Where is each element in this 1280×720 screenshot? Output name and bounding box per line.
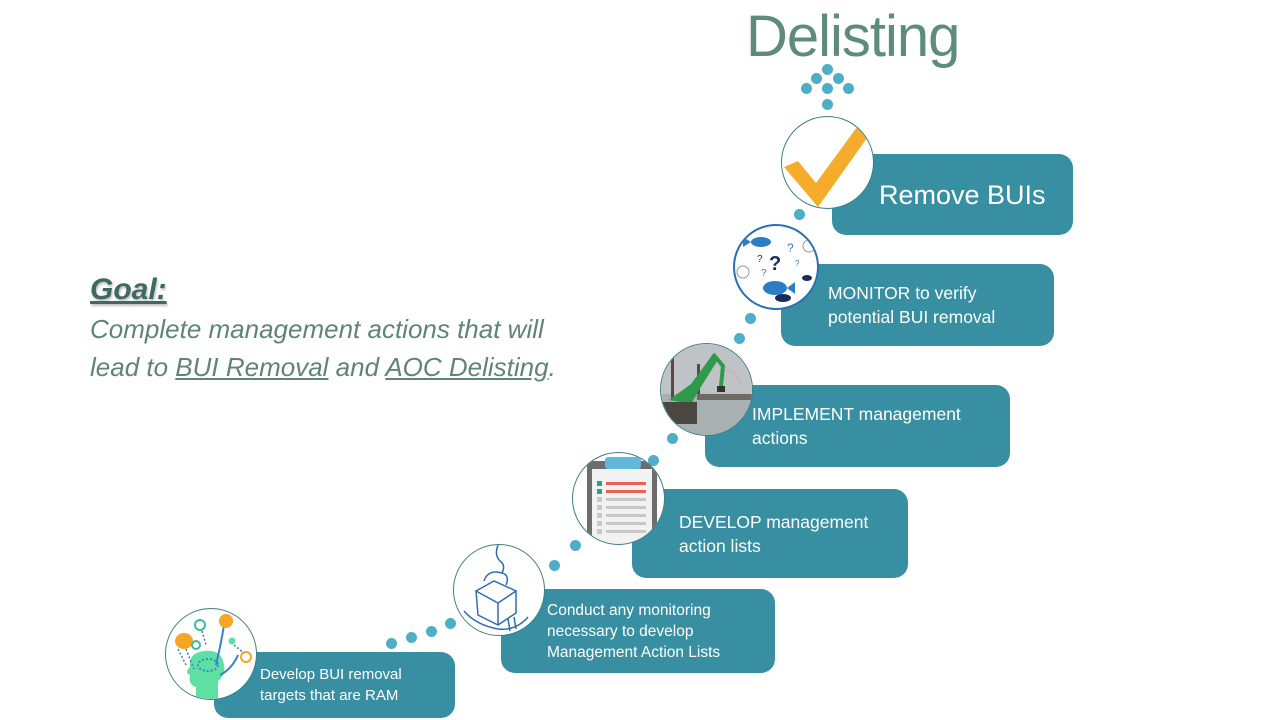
path-dot bbox=[794, 209, 805, 220]
excavator-photo-icon bbox=[660, 343, 753, 436]
arrow-dot bbox=[801, 83, 812, 94]
svg-text:?: ? bbox=[761, 268, 767, 279]
clipboard-list-icon bbox=[572, 452, 665, 545]
step-1-line-2: targets that are RAM bbox=[260, 687, 399, 704]
goal-line-2: lead to BUI Removal and AOC Delisting. bbox=[90, 348, 556, 386]
step-4-line-1: IMPLEMENT management bbox=[752, 402, 961, 426]
step-5-keyword: MONITOR bbox=[828, 283, 911, 303]
step-4-line-2: actions bbox=[752, 428, 808, 448]
step-3-line-1: DEVELOP management bbox=[679, 510, 868, 534]
goal-text-suffix: . bbox=[548, 352, 556, 382]
path-dot bbox=[406, 632, 417, 643]
path-dot bbox=[386, 638, 397, 649]
step-box-implement: IMPLEMENT management actions bbox=[705, 385, 1010, 467]
goal-heading: Goal: bbox=[90, 273, 167, 306]
svg-text:?: ? bbox=[769, 253, 781, 275]
fish-question-icon: ? ? ? ? ? bbox=[733, 224, 819, 310]
step-box-monitor: MONITOR to verify potential BUI removal bbox=[781, 264, 1054, 346]
step-4-rest: management bbox=[853, 404, 961, 424]
step-5-line-2: potential BUI removal bbox=[828, 307, 996, 327]
step-2-line-1: Conduct any monitoring bbox=[547, 601, 711, 619]
delisting-title: Delisting bbox=[746, 4, 960, 69]
arrow-dot bbox=[822, 99, 833, 110]
step-2-line-2: necessary to develop bbox=[547, 622, 694, 640]
step-6-label: Remove BUIs bbox=[879, 179, 1046, 210]
path-dot bbox=[549, 560, 560, 571]
checkmark-icon bbox=[781, 116, 874, 209]
step-box-develop-lists: DEVELOP management action lists bbox=[632, 489, 908, 578]
arrow-dot bbox=[822, 83, 833, 94]
svg-text:?: ? bbox=[787, 241, 794, 255]
step-3-keyword: DEVELOP bbox=[679, 511, 762, 532]
arrow-dot bbox=[833, 73, 844, 84]
monitoring-sketch-icon bbox=[453, 544, 545, 636]
svg-text:?: ? bbox=[757, 254, 763, 265]
goal-block: Goal: Complete management actions that w… bbox=[90, 270, 556, 386]
path-dot bbox=[648, 455, 659, 466]
path-dot bbox=[734, 333, 745, 344]
step-4-keyword: IMPLEMENT bbox=[752, 404, 854, 424]
step-1-line-1: Develop BUI removal bbox=[260, 666, 402, 683]
step-5-rest: to verify bbox=[910, 283, 977, 303]
step-2-line-3: Management Action Lists bbox=[547, 643, 721, 661]
goal-text-prefix: lead to bbox=[90, 352, 176, 382]
path-dot bbox=[570, 540, 581, 551]
head-ideas-icon bbox=[165, 608, 257, 700]
bui-removal-link: BUI Removal bbox=[175, 352, 329, 382]
goal-text-middle: and bbox=[328, 352, 386, 382]
path-dot bbox=[426, 626, 437, 637]
path-dot bbox=[445, 618, 456, 629]
goal-text: Complete management actions that will le… bbox=[90, 310, 556, 386]
step-3-rest: management bbox=[761, 511, 869, 532]
path-dot bbox=[745, 313, 756, 324]
step-box-conduct-monitoring: Conduct any monitoring necessary to deve… bbox=[501, 589, 775, 673]
step-5-line-1: MONITOR to verify bbox=[828, 281, 995, 305]
aoc-delisting-link: AOC Delisting bbox=[385, 352, 549, 382]
arrow-dot bbox=[822, 64, 833, 75]
goal-line-1: Complete management actions that will bbox=[90, 314, 544, 344]
svg-text:?: ? bbox=[795, 259, 800, 268]
step-3-line-2: action lists bbox=[679, 535, 761, 556]
arrow-dot bbox=[843, 83, 854, 94]
path-dot bbox=[667, 433, 678, 444]
arrow-dot bbox=[811, 73, 822, 84]
